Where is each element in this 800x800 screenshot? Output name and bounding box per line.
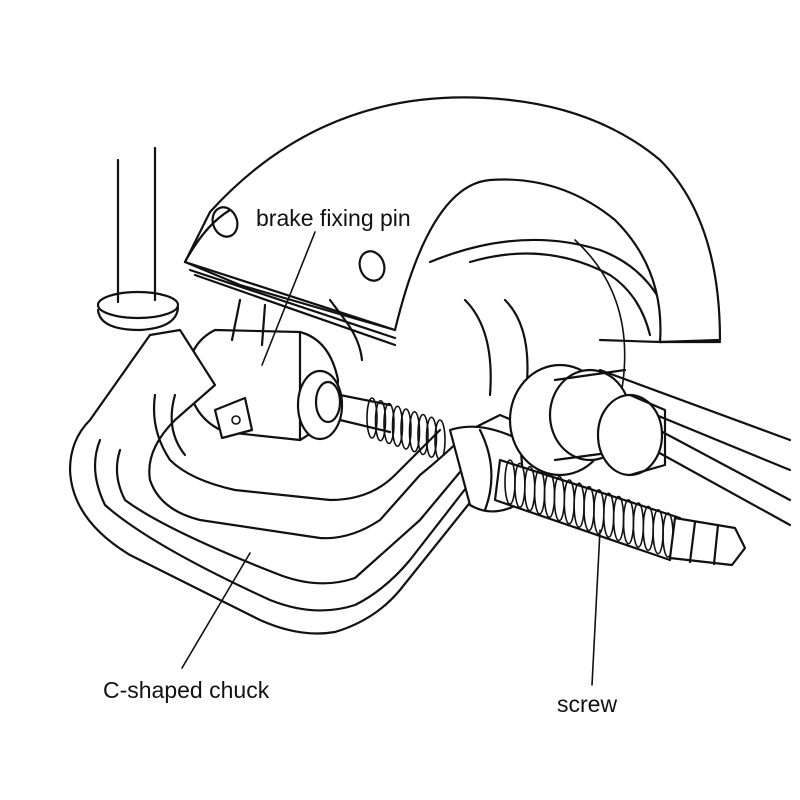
thread-ridge xyxy=(383,402,395,445)
thread-ridge xyxy=(425,416,438,459)
label-c-shaped-chuck: C-shaped chuck xyxy=(103,677,270,703)
brake-pin-assembly xyxy=(186,298,364,442)
thread-ridge xyxy=(366,397,378,439)
brake-drum xyxy=(428,238,662,402)
thread-ridge xyxy=(417,413,429,456)
label-brake-fixing-pin: brake fixing pin xyxy=(256,205,411,231)
leader-brake-fixing-pin xyxy=(261,231,316,366)
thread-ridge xyxy=(408,410,421,453)
thread-ridge xyxy=(391,405,404,448)
leader-c-shaped-chuck xyxy=(181,552,251,669)
screw-sleeve xyxy=(508,363,667,477)
thread-ridge xyxy=(400,408,412,450)
thread-ridge xyxy=(374,399,387,442)
screw xyxy=(493,458,747,567)
c-shaped-chuck xyxy=(68,328,537,635)
leader-lines xyxy=(181,231,601,686)
screw-thread-inner xyxy=(338,393,446,461)
label-screw: screw xyxy=(557,691,617,717)
vertical-rod xyxy=(96,146,180,332)
leader-screw xyxy=(591,529,601,686)
